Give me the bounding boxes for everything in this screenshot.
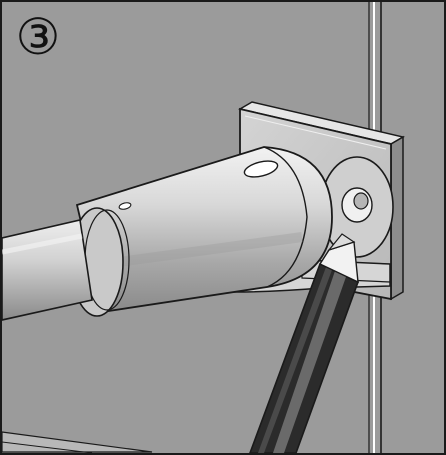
bracket-collar [320, 156, 394, 258]
step-number-badge: ③ [15, 8, 61, 66]
screwdriver-icon [249, 233, 360, 453]
bottom-rail [2, 431, 153, 453]
telescopic-rod-small [2, 219, 93, 321]
telescopic-rod-large [75, 146, 333, 314]
